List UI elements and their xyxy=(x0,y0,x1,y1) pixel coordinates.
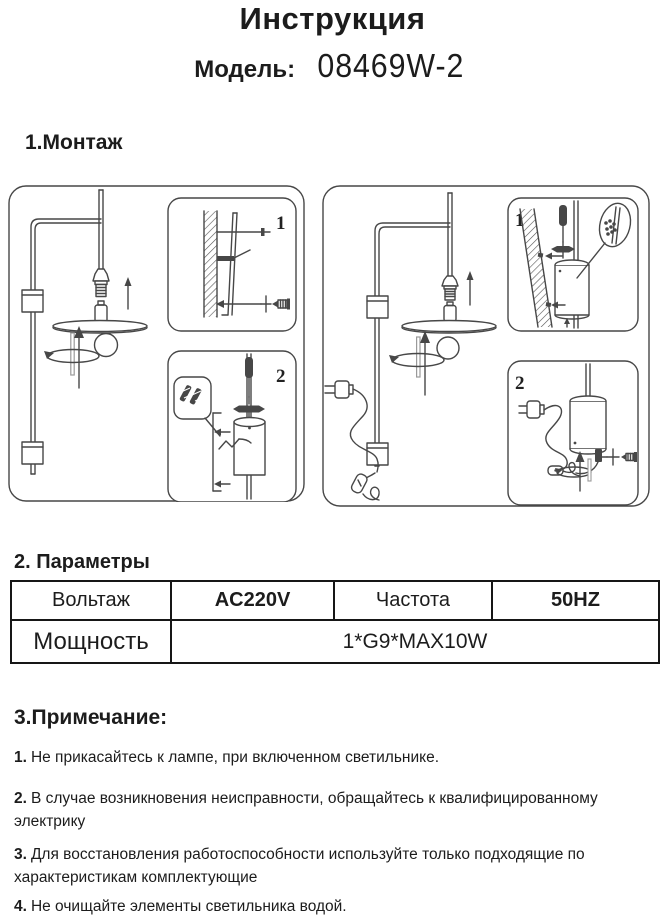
canopy-cylinder xyxy=(569,395,607,455)
note-item: 4.Не очищайте элементы светильника водой… xyxy=(14,895,651,918)
power-cord xyxy=(543,404,568,471)
connector-callout xyxy=(173,376,221,437)
installation-diagram-left: 1 xyxy=(8,185,305,502)
note-number: 1. xyxy=(14,749,27,766)
note-number: 2. xyxy=(14,790,27,807)
inset-wall-fixing: 1 xyxy=(167,197,297,332)
note-text: Не очищайте элементы светильника водой. xyxy=(30,898,347,915)
model-number: 08469W-2 xyxy=(317,47,465,84)
param-frequency-value: 50HZ xyxy=(491,580,660,621)
note-number: 3. xyxy=(14,846,27,863)
model-line: Модель: 08469W-2 xyxy=(0,47,665,85)
wall-lamp-drawing xyxy=(21,189,148,475)
note-item: 1.Не прикасайтесь к лампе, при включенно… xyxy=(14,746,651,769)
inset-number: 2 xyxy=(276,366,286,387)
assembly-arrow-large xyxy=(575,451,585,492)
inset-wiring: 2 xyxy=(167,350,297,502)
section-heading-parameters: 2. Параметры xyxy=(14,551,150,573)
wall-screw xyxy=(537,252,544,258)
finial-pin xyxy=(70,332,75,376)
decor-ball xyxy=(93,332,119,358)
param-voltage-value: AC220V xyxy=(170,580,335,621)
canopy-cylinder xyxy=(233,416,266,476)
rotate-arrow xyxy=(44,348,100,364)
canopy-cylinder xyxy=(554,259,590,320)
assembly-arrow-small xyxy=(124,277,132,310)
decor-ball xyxy=(436,336,460,360)
wire-magnifier xyxy=(576,202,632,279)
rotate-arrow xyxy=(389,352,445,368)
param-voltage-label: Вольтаж xyxy=(10,580,172,621)
param-power-label: Мощность xyxy=(10,619,172,664)
note-number: 4. xyxy=(14,898,27,915)
installation-diagram-right: 1 xyxy=(322,185,650,507)
section-heading-notes: 3.Примечание: xyxy=(14,706,168,729)
disc-shade xyxy=(401,319,497,333)
finial-pin xyxy=(415,336,421,378)
wall-bracket-lower xyxy=(21,441,44,465)
assembly-arrow-large xyxy=(74,326,84,389)
screw-top xyxy=(216,228,271,236)
power-cord xyxy=(349,388,379,473)
wall-hatch xyxy=(520,209,552,327)
note-text: Не прикасайтесь к лампе, при включенном … xyxy=(30,749,440,766)
parameters-table: Вольтаж AC220V Частота 50HZ Мощность 1*G… xyxy=(10,580,660,664)
param-power-value: 1*G9*MAX10W xyxy=(170,619,660,664)
mounting-plate xyxy=(212,412,222,492)
wall-anchor xyxy=(217,249,251,261)
assembly-arrow-large xyxy=(420,331,430,396)
wall-bracket-upper xyxy=(21,289,44,313)
screwdriver-icon xyxy=(233,357,265,432)
section-heading-montage: 1.Монтаж xyxy=(25,131,123,154)
cord-tail xyxy=(362,486,380,501)
disc-shade xyxy=(52,319,148,333)
push-arrows xyxy=(214,428,231,488)
model-label: Модель: xyxy=(194,56,296,83)
page-title: Инструкция xyxy=(239,1,426,36)
wall-screw xyxy=(545,302,552,307)
inset-cord-connection: 2 xyxy=(507,360,639,506)
note-item: 3.Для восстановления работоспособности и… xyxy=(14,843,651,889)
arrow-up-small xyxy=(564,318,570,328)
screw-bottom xyxy=(216,295,290,313)
inset-number: 2 xyxy=(515,373,525,394)
wall-lamp-drawing xyxy=(324,192,497,501)
note-item: 2.В случае возникновения неисправности, … xyxy=(14,787,651,833)
table-row: Мощность 1*G9*MAX10W xyxy=(10,619,660,664)
inset-number: 1 xyxy=(515,210,525,231)
power-plug xyxy=(324,380,354,399)
wall-hatch xyxy=(204,211,217,317)
table-row: Вольтаж AC220V Частота 50HZ xyxy=(10,580,660,621)
lamp-socket xyxy=(92,268,110,298)
power-plug xyxy=(518,400,545,419)
wall-bracket-lower xyxy=(366,442,389,466)
twisted-wire xyxy=(218,438,240,450)
notes-list: 1.Не прикасайтесь к лампе, при включенно… xyxy=(14,746,651,918)
wall-bracket-upper xyxy=(366,295,389,319)
note-text: В случае возникновения неисправности, об… xyxy=(14,790,598,830)
param-frequency-label: Частота xyxy=(333,580,493,621)
inset-number: 1 xyxy=(276,213,286,234)
lamp-socket xyxy=(441,275,459,301)
finial-pin xyxy=(587,458,592,482)
assembly-arrow-small xyxy=(466,271,474,306)
inset-wall-fixing: 1 xyxy=(507,197,639,332)
note-text: Для восстановления работоспособности исп… xyxy=(14,846,585,886)
inline-switch xyxy=(350,473,368,494)
